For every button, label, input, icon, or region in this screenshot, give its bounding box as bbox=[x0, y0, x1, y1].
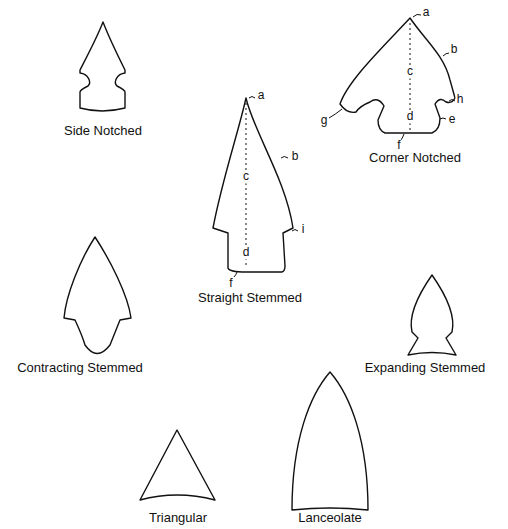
leader-line bbox=[449, 100, 455, 102]
leader-line bbox=[440, 118, 446, 119]
part-letter: d bbox=[406, 110, 415, 123]
shape-name: Expanding Stemmed bbox=[365, 361, 486, 375]
leader-line bbox=[249, 97, 255, 99]
leader-line bbox=[292, 230, 298, 232]
part-letter: g bbox=[320, 114, 329, 127]
expanding-stemmed-point bbox=[408, 275, 456, 355]
corner-notched-point bbox=[340, 18, 455, 133]
shape-name: Straight Stemmed bbox=[198, 291, 302, 305]
side-notched-point bbox=[80, 22, 125, 111]
lanceolate-point bbox=[292, 372, 368, 510]
straight-stemmed-point bbox=[213, 98, 293, 272]
part-letter: a bbox=[257, 89, 266, 102]
part-letter: h bbox=[456, 93, 465, 106]
part-letter: c bbox=[242, 170, 250, 183]
part-letter: e bbox=[448, 113, 457, 126]
part-letter: b bbox=[291, 150, 300, 163]
leader-line bbox=[443, 53, 449, 56]
axis-line bbox=[246, 103, 247, 268]
part-letter: c bbox=[406, 65, 414, 78]
part-letter: d bbox=[242, 246, 251, 259]
part-letter: a bbox=[422, 6, 431, 19]
shape-name: Triangular bbox=[149, 511, 207, 525]
shape-name: Corner Notched bbox=[369, 151, 461, 165]
part-letter: b bbox=[450, 43, 459, 56]
contracting-stemmed-point bbox=[64, 237, 131, 354]
shape-name: Contracting Stemmed bbox=[17, 361, 143, 375]
leader-line bbox=[413, 14, 421, 17]
part-letter: f bbox=[228, 277, 233, 290]
triangular-point bbox=[140, 430, 215, 500]
shape-name: Lanceolate bbox=[298, 511, 362, 525]
leader-line bbox=[281, 157, 288, 159]
part-letter: i bbox=[301, 223, 306, 236]
leader-line bbox=[234, 272, 237, 277]
shape-name: Side Notched bbox=[64, 124, 142, 138]
leader-line bbox=[329, 109, 342, 118]
leader-lines bbox=[234, 14, 455, 277]
